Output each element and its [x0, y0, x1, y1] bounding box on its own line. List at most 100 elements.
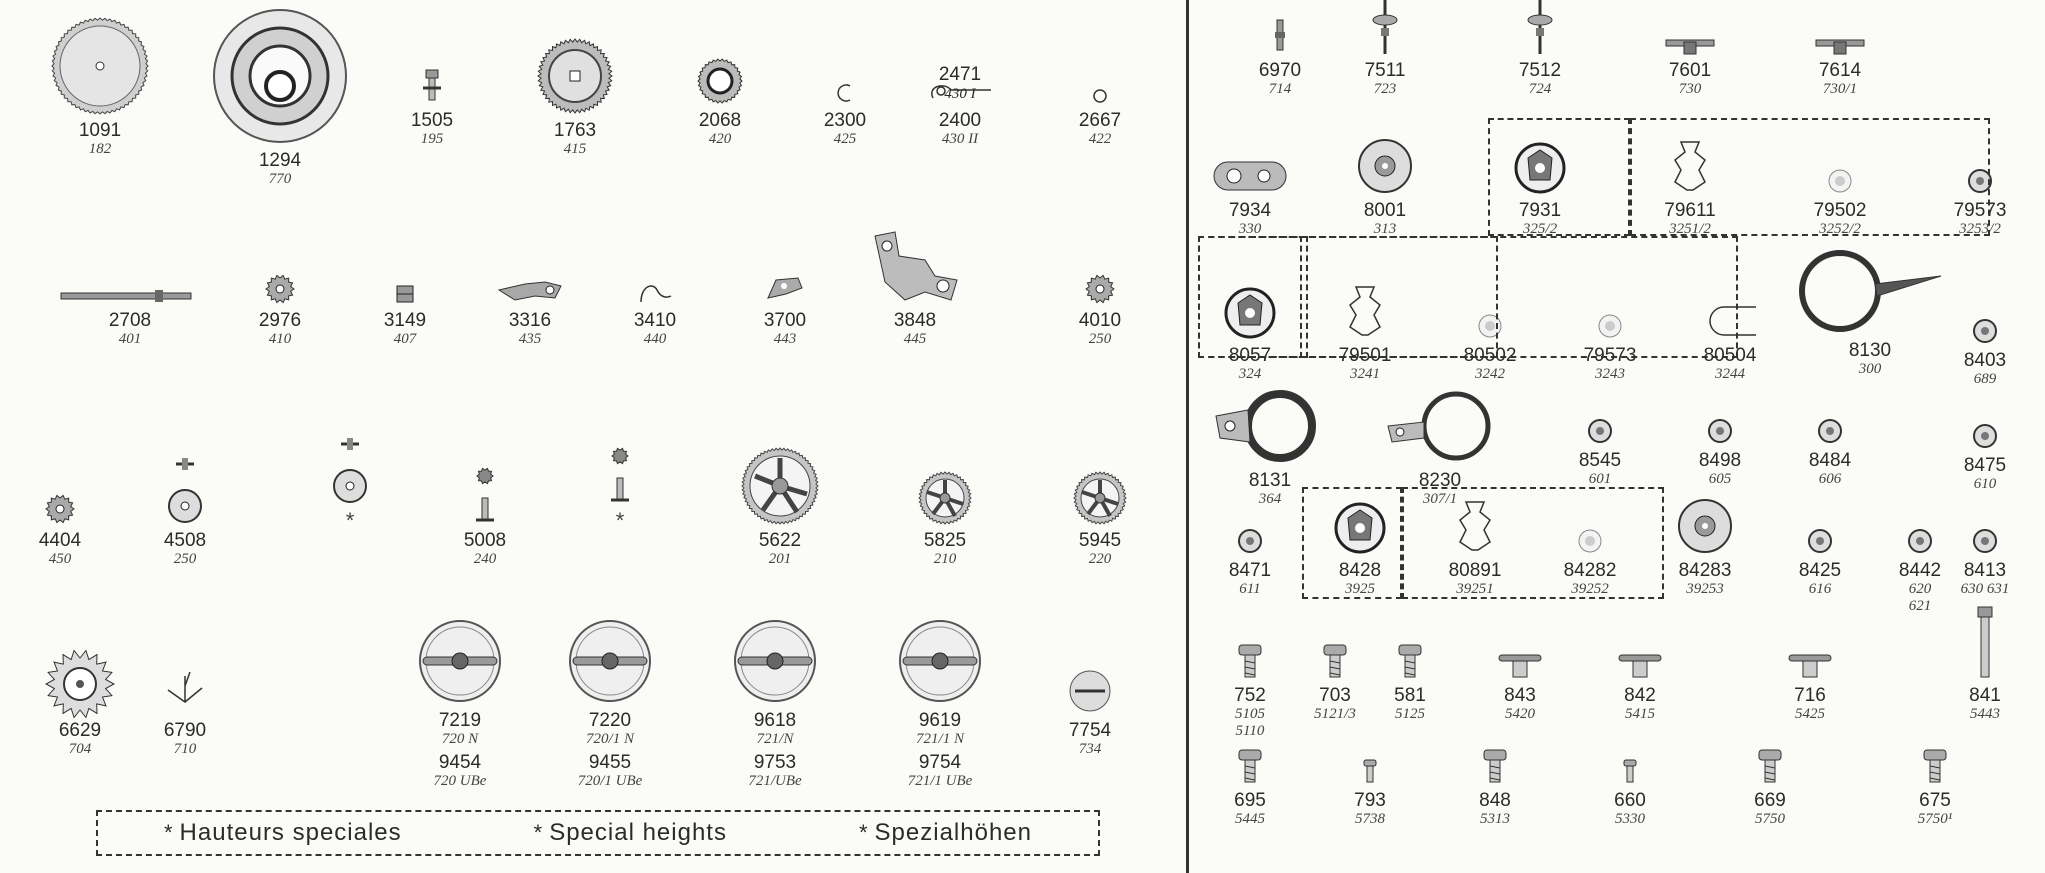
- part-reference: 3252/2: [1819, 221, 1861, 237]
- part-reference: 250: [1088, 331, 1112, 347]
- part-number: 675: [1919, 790, 1951, 811]
- part-reference: 720 N: [441, 731, 479, 747]
- part-reference: 324: [1238, 366, 1262, 382]
- part-number: 843: [1504, 685, 1536, 706]
- part-illustration: [1435, 716, 1555, 786]
- part-number: 8131: [1248, 470, 1292, 491]
- part-number: 5945: [1078, 530, 1122, 551]
- part-illustration: [1925, 606, 2045, 681]
- part-number: 8498: [1698, 450, 1742, 471]
- part-illustration: [515, 38, 635, 116]
- part-reference: 313: [1373, 221, 1397, 237]
- part-illustration: [1630, 0, 1750, 56]
- part-reference: 364: [1258, 491, 1282, 507]
- part-reference: 425: [833, 131, 857, 147]
- part-number: 79501: [1338, 345, 1392, 366]
- part-reference: 5443: [1970, 706, 2000, 722]
- part-illustration: [1875, 716, 1995, 786]
- part-group-box: [1302, 487, 1402, 599]
- part-number: 1505: [410, 110, 454, 131]
- part-number: 79573: [1583, 345, 1637, 366]
- part-reference: 630 631: [1960, 581, 2010, 597]
- part-reference: 5750¹: [1917, 811, 1953, 827]
- part-number-alt: 9455: [588, 752, 632, 773]
- part-number: 3316: [508, 310, 552, 331]
- part-illustration: [1530, 486, 1650, 556]
- part-reference: 430 II: [941, 131, 979, 147]
- part-number: 7512: [1518, 60, 1562, 81]
- part-number: 7601: [1668, 60, 1712, 81]
- part-number: 3149: [383, 310, 427, 331]
- part-number: 2471: [938, 64, 982, 85]
- part-number: 581: [1394, 685, 1426, 706]
- part-reference-alt: 721/UBe: [748, 773, 802, 789]
- part-number: 8001: [1363, 200, 1407, 221]
- part-reference: 435: [518, 331, 542, 347]
- part-number: 2667: [1078, 110, 1122, 131]
- part-illustration: [1660, 376, 1780, 446]
- part-reference: 704: [68, 741, 92, 757]
- part-illustration: [1920, 126, 2040, 196]
- part-reference: 720/1 N: [586, 731, 634, 747]
- part-illustration: [1925, 276, 2045, 346]
- part-illustration: [1220, 0, 1340, 56]
- part-number: 842: [1624, 685, 1656, 706]
- part-reference: 5330: [1615, 811, 1645, 827]
- part-number: 703: [1319, 685, 1351, 706]
- part-number: 5622: [758, 530, 802, 551]
- part-illustration: [1540, 376, 1660, 446]
- part-illustration: [725, 236, 845, 306]
- part-illustration: [1860, 486, 1980, 556]
- part-reference-alt: 721/1 UBe: [907, 773, 973, 789]
- part-reference: 611: [1239, 581, 1261, 597]
- part-number: 8403: [1963, 350, 2007, 371]
- part-number: 5825: [923, 530, 967, 551]
- part-reference: 770: [268, 171, 292, 187]
- part-reference: 3244: [1715, 366, 1745, 382]
- part-number: 8057: [1228, 345, 1272, 366]
- part-illustration: [1750, 611, 1870, 681]
- part-reference: 610: [1973, 476, 1997, 492]
- part-reference: 5445: [1235, 811, 1265, 827]
- part-illustration: [60, 236, 192, 306]
- part-illustration: [1570, 716, 1690, 786]
- part-reference: 201: [768, 551, 792, 567]
- part-illustration: [1190, 486, 1310, 556]
- part-illustration: [1190, 716, 1310, 786]
- part-number: 80502: [1463, 345, 1517, 366]
- part-reference: 730/1: [1822, 81, 1858, 97]
- part-illustration: [660, 36, 780, 106]
- part-number: 5008: [463, 530, 507, 551]
- part-illustration: [1480, 0, 1600, 56]
- part-illustration: [125, 646, 245, 716]
- part-number: 660: [1614, 790, 1646, 811]
- part-illustration: [1040, 456, 1160, 526]
- part-number: 3410: [633, 310, 677, 331]
- part-reference: 443: [773, 331, 797, 347]
- part-reference: 422: [1088, 131, 1112, 147]
